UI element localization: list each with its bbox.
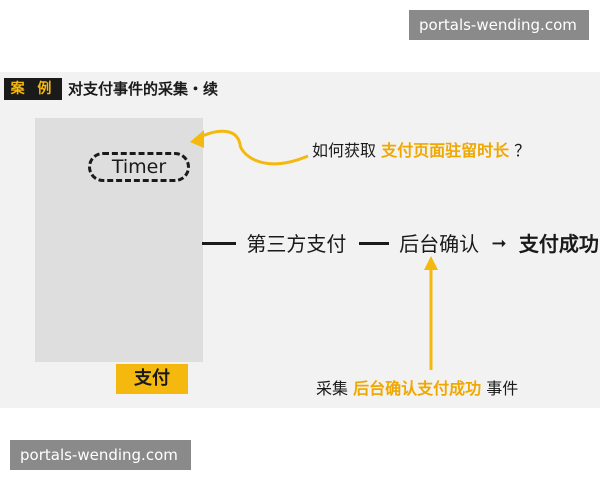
collect-text: 采集 后台确认支付成功 事件 (316, 378, 518, 400)
collect-prefix: 采集 (316, 379, 349, 398)
slide: 案 例 对支付事件的采集・续 支付 Timer 如何获取 支付页面驻留时长 ？ … (0, 72, 600, 408)
flow-step-third-party: 第三方支付 (246, 231, 347, 256)
curved-arrow-icon (197, 129, 309, 166)
collect-highlight: 后台确认支付成功 (353, 379, 482, 398)
payment-flow: 第三方支付 后台确认 ➞ 支付成功 (202, 228, 599, 256)
case-badge: 案 例 (4, 78, 62, 100)
watermark-top: portals-wending.com (409, 10, 589, 40)
timer-badge: Timer (88, 152, 190, 182)
watermark-bottom: portals-wending.com (10, 440, 191, 470)
question-text: 如何获取 支付页面驻留时长 ？ (312, 141, 530, 161)
flow-line-1 (202, 242, 236, 245)
flow-step-success: 支付成功 (518, 231, 599, 256)
annotation-arrows (190, 129, 438, 370)
flow-arrow-icon: ➞ (491, 232, 507, 254)
question-suffix: ？ (514, 141, 531, 160)
flow-step-backend-confirm: 后台确认 (399, 231, 480, 256)
question-prefix: 如何获取 (312, 141, 377, 160)
slide-title: 对支付事件的采集・续 (68, 80, 219, 98)
question-highlight: 支付页面驻留时长 (381, 141, 510, 160)
pay-button[interactable]: 支付 (116, 364, 188, 394)
vertical-arrowhead-icon (424, 256, 438, 270)
curved-arrowhead-icon (190, 130, 204, 148)
flow-line-2 (358, 242, 389, 245)
collect-suffix: 事件 (486, 379, 519, 398)
phone-screen: 支付 (35, 118, 203, 394)
